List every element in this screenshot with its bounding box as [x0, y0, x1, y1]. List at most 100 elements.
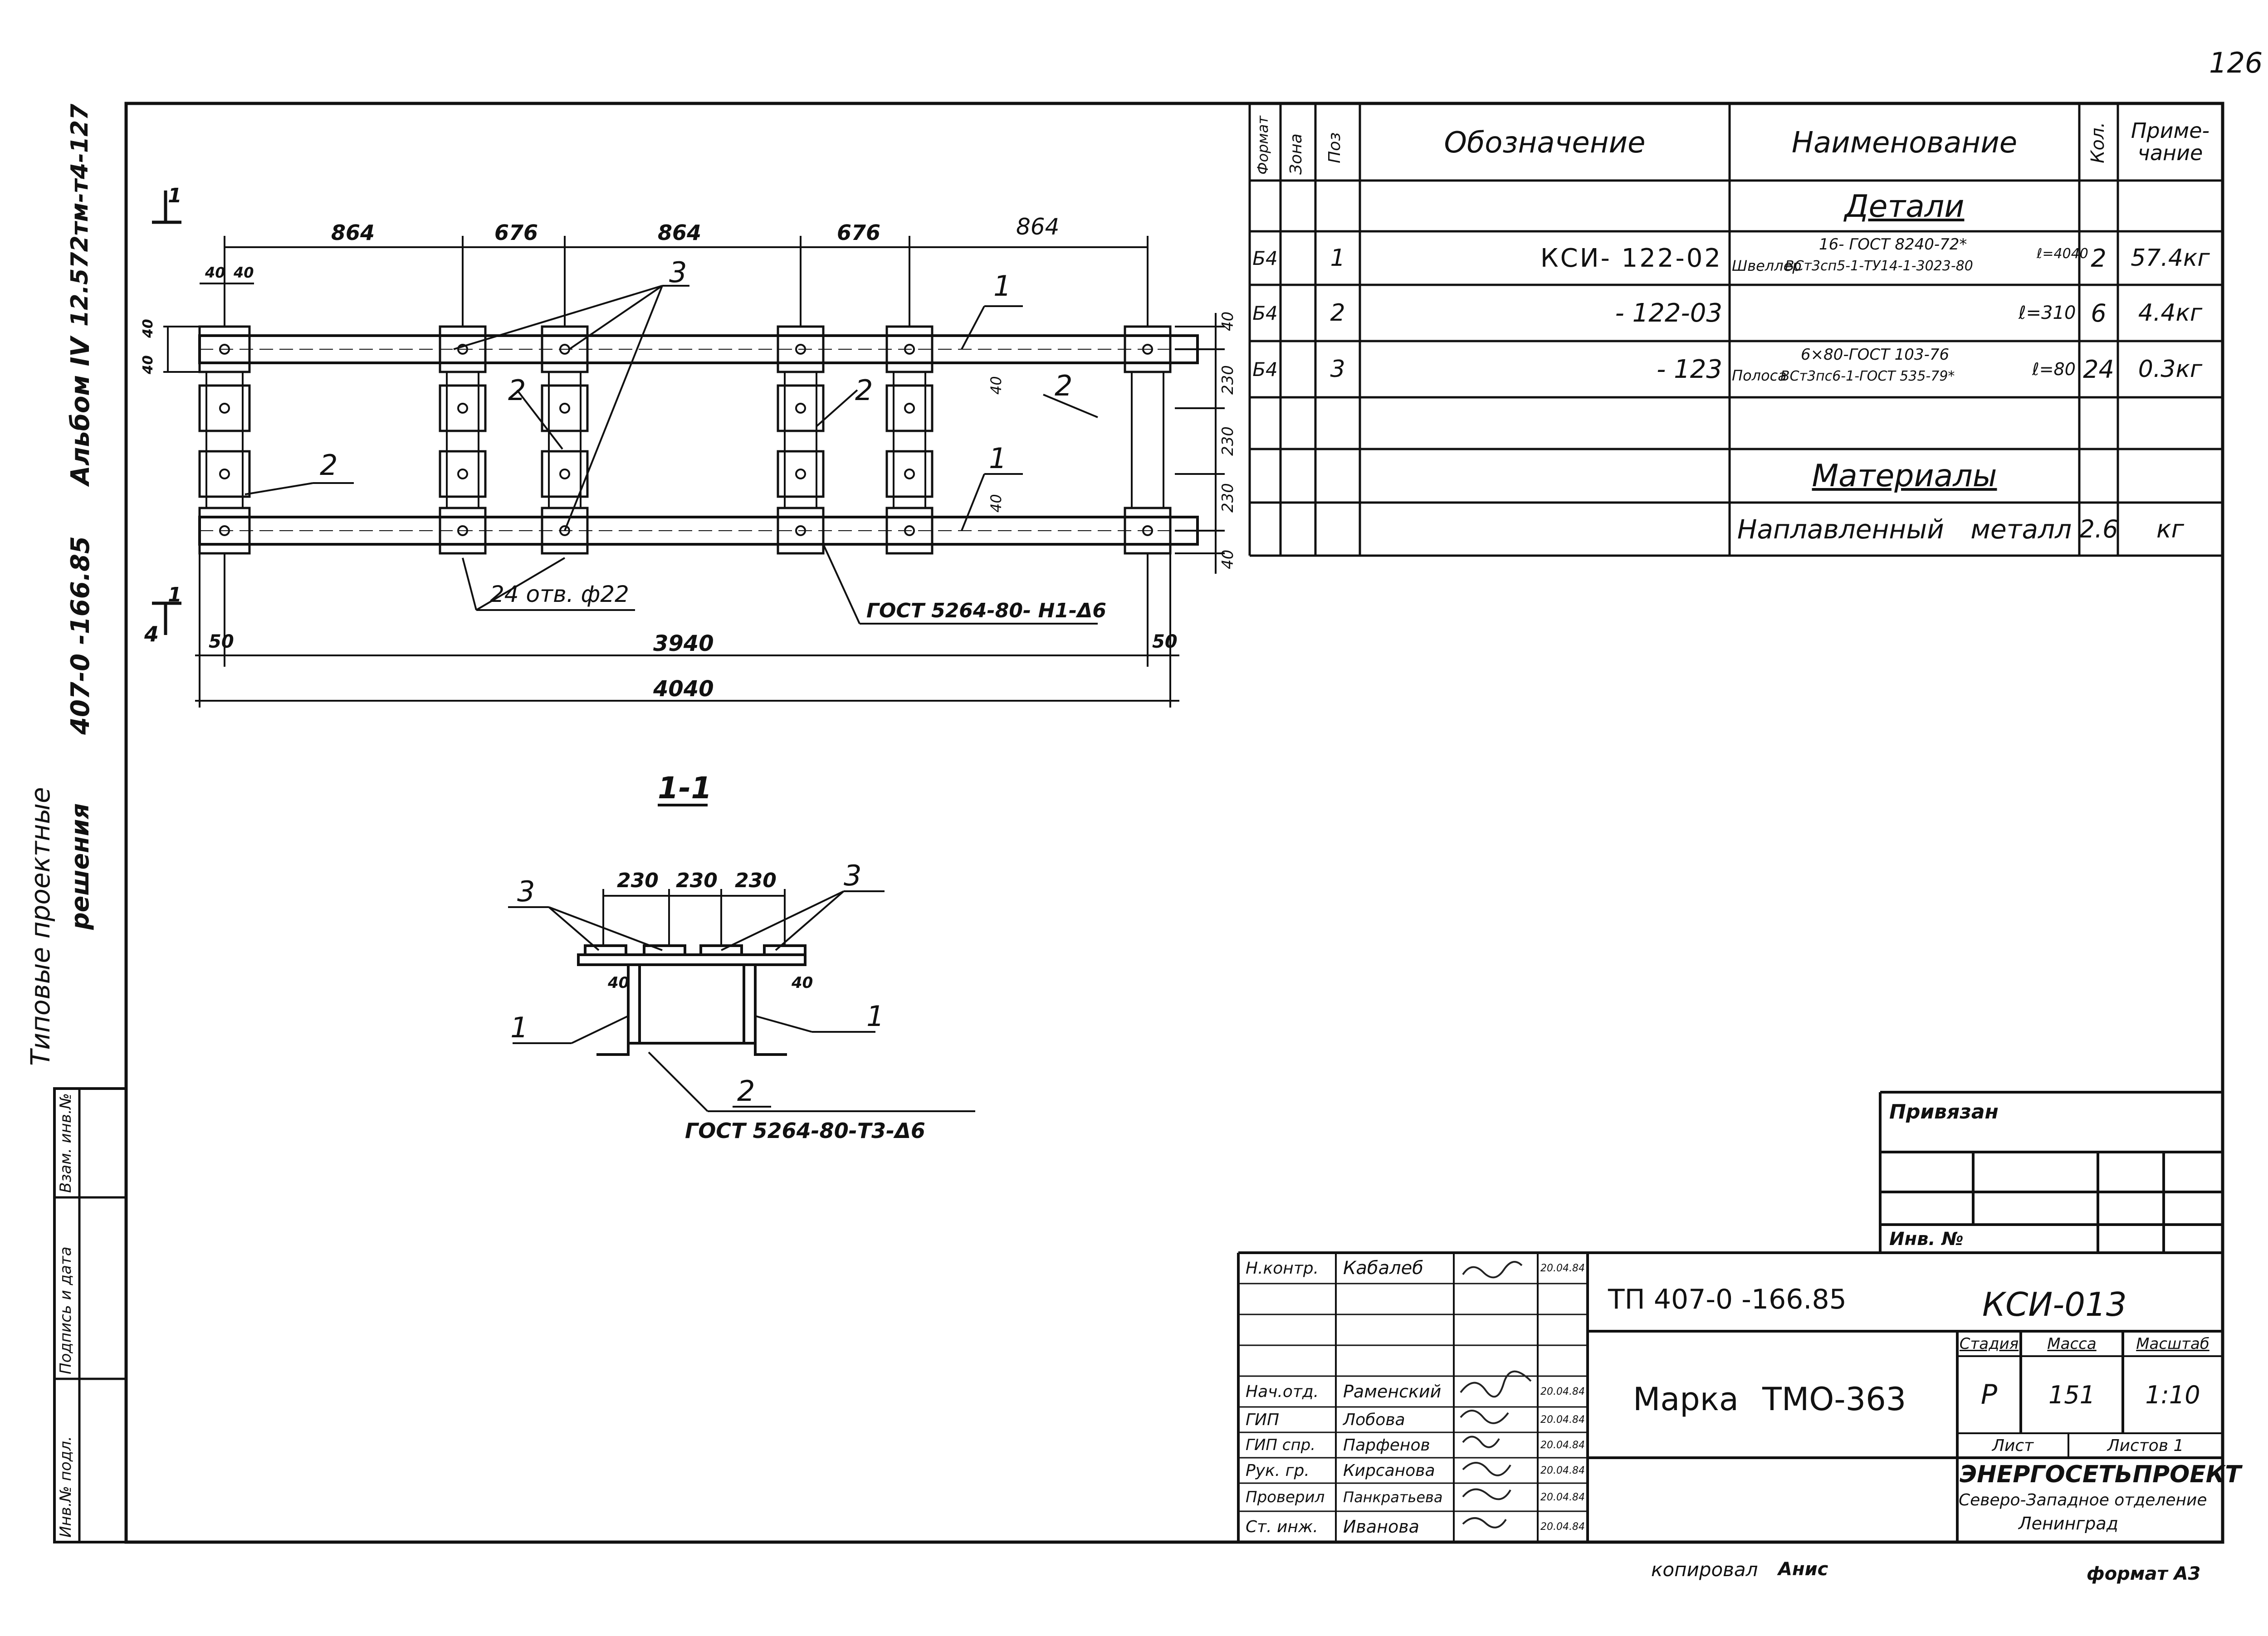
dim-right-40-bottom: 40	[1219, 549, 1237, 569]
weld-note-section: ГОСТ 5264-80-Т3-Δ6	[685, 1118, 925, 1143]
dim-bottom-right: 50	[1152, 631, 1178, 652]
spec-row3-name-bottom: ВСт3пс6-1-ГОСТ 535-79*	[1780, 368, 1955, 384]
stamp-inv-podl: Инв.№ подл.	[57, 1436, 75, 1538]
dim-top-1: 864	[331, 220, 375, 245]
spec-row2-designation: - 122-03	[1615, 298, 1722, 328]
dim-top-2: 676	[494, 220, 538, 245]
dim-right-230-a: 230	[1219, 365, 1237, 395]
section-pos-3-right: 3	[844, 859, 862, 892]
section-dim-40-left: 40	[608, 974, 630, 992]
spec-material-name: Наплавленный металл	[1737, 513, 2072, 545]
pos-label-3: 3	[669, 256, 687, 289]
dim-bottom-left: 50	[209, 631, 234, 652]
section-pos-3-left: 3	[517, 875, 535, 908]
spec-material-qty: 2.6	[2079, 515, 2118, 543]
tb-stage: Р	[1980, 1379, 1998, 1411]
pos-label-1-top: 1	[993, 269, 1012, 303]
tb-role-5: ГИП	[1246, 1410, 1280, 1429]
section-pos-2: 2	[737, 1074, 755, 1108]
spec-row3-name-top: 6×80-ГОСТ 103-76	[1801, 346, 1950, 364]
pos-label-1-bottom: 1	[989, 442, 1007, 475]
spec-row1-qty: 2	[2091, 244, 2107, 273]
section-mark-top: 1	[168, 184, 182, 207]
tb-role-9: Ст. инж.	[1246, 1517, 1318, 1536]
tb-mass: 151	[2048, 1380, 2096, 1409]
dim-left-40-b: 40	[140, 355, 156, 374]
spec-row2-note: 4.4кг	[2138, 299, 2203, 327]
spec-header-zone: Зона	[1287, 133, 1305, 175]
tb-role-6: ГИП спр.	[1246, 1436, 1316, 1454]
tb-role-1: Н.контр.	[1246, 1259, 1319, 1278]
section-dim-230-c: 230	[735, 869, 777, 892]
tb-org-3: Ленинград	[2019, 1514, 2118, 1533]
dim-small-40-a: 40	[205, 264, 225, 281]
dim-bottom-mid: 3940	[653, 631, 714, 656]
spec-row3-pos: 3	[1330, 356, 1345, 383]
dim-left-40-a: 40	[140, 319, 156, 338]
tb-inv-no: Инв. №	[1889, 1229, 1964, 1250]
spec-header-format: Формат	[1254, 116, 1271, 175]
dim-small-40-b: 40	[234, 264, 254, 281]
spec-row3-format: Б4	[1252, 358, 1278, 381]
spec-row1-format: Б4	[1252, 247, 1278, 269]
spec-section-details: Детали	[1844, 188, 1965, 225]
tb-date-4: 20.04.84	[1540, 1386, 1585, 1397]
spec-row1-name-left: Швеллер	[1732, 257, 1802, 274]
pos-label-2-c: 2	[1055, 369, 1073, 402]
dim-bottom-total: 4040	[653, 676, 714, 702]
tb-mark: КСИ-013	[1982, 1285, 2127, 1323]
tb-privyazan: Привязан	[1889, 1100, 1999, 1123]
margin-project: 407-0 -166.85	[66, 536, 95, 735]
tb-name-5: Лобова	[1343, 1410, 1405, 1429]
tb-item-title: Марка ТМО-363	[1633, 1381, 1906, 1418]
sheet-number: 126	[2209, 46, 2263, 79]
spec-header-pos: Поз	[1325, 132, 1344, 163]
tb-date-1: 20.04.84	[1540, 1262, 1585, 1274]
spec-row3-designation: - 123	[1657, 354, 1722, 384]
tb-role-8: Проверил	[1246, 1488, 1325, 1506]
pos-label-2-b: 2	[855, 374, 873, 407]
section-dim-40-right: 40	[792, 974, 813, 992]
spec-row1-designation: КСИ- 122-02	[1540, 243, 1722, 273]
spec-row1-name-top: 16- ГОСТ 8240-72*	[1819, 235, 1967, 254]
dim-inner-40-a: 40	[987, 376, 1005, 395]
section-mark-bottom: 1	[168, 583, 182, 606]
dim-top-4: 676	[837, 220, 881, 245]
tb-name-4: Раменский	[1343, 1382, 1442, 1402]
tb-name-8: Панкратьева	[1343, 1489, 1443, 1506]
spec-row3-note: 0.3кг	[2138, 356, 2203, 383]
tb-scale-label: Масштаб	[2136, 1334, 2209, 1353]
tb-mass-label: Масса	[2047, 1334, 2097, 1353]
tb-name-1: Кабалеб	[1343, 1258, 1423, 1279]
spec-row3-name-left: Полоса	[1732, 367, 1787, 384]
dim-top-5: 864	[1016, 214, 1060, 240]
spec-row3-qty: 24	[2083, 355, 2114, 384]
section-title: 1-1	[658, 771, 712, 806]
holes-note: 24 отв. ф22	[490, 581, 629, 607]
spec-material-note: кг	[2156, 515, 2184, 543]
spec-header-designation: Обозначение	[1444, 126, 1646, 160]
spec-header-qty: Кол.	[2087, 122, 2108, 163]
spec-row1-name-bottom: ВСт3сп5-1-ТУ14-1-3023-80	[1785, 258, 1973, 274]
dim-top-3: 864	[658, 220, 702, 245]
spec-row2-qty: 6	[2091, 298, 2107, 327]
spec-section-materials: Материалы	[1812, 458, 1997, 494]
spec-row3-length: ℓ=80	[2032, 359, 2076, 379]
tb-role-4: Нач.отд.	[1246, 1382, 1319, 1401]
tb-role-7: Рук. гр.	[1246, 1461, 1310, 1480]
tb-name-6: Парфенов	[1343, 1436, 1430, 1455]
tb-scale: 1:10	[2145, 1380, 2200, 1409]
tb-date-8: 20.04.84	[1540, 1491, 1585, 1503]
margin-album: Альбом IV	[66, 337, 95, 485]
section-dim-230-b: 230	[676, 869, 718, 892]
format-label: формат А3	[2087, 1563, 2201, 1584]
pos-label-2-a: 2	[508, 374, 526, 407]
section-pos-1-left: 1	[510, 1011, 528, 1044]
dim-right-230-c: 230	[1219, 483, 1237, 513]
spec-row1-length: ℓ=4040	[2037, 246, 2088, 262]
spec-row2-format: Б4	[1252, 302, 1278, 324]
tb-sheet-label: Лист	[1992, 1436, 2034, 1455]
tb-date-7: 20.04.84	[1540, 1465, 1585, 1476]
stamp-podpis: Подпись и дата	[57, 1246, 75, 1374]
